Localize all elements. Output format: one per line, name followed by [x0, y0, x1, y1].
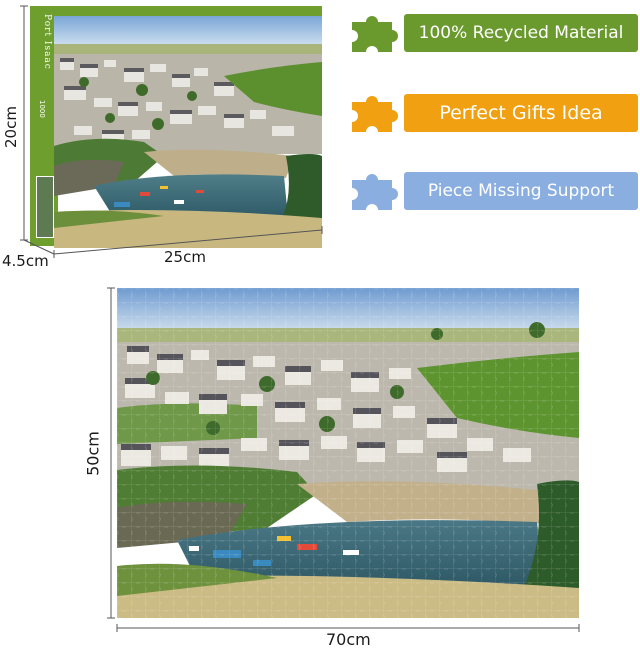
feature-badge-support: Piece Missing Support	[404, 172, 638, 210]
assembled-puzzle-image	[117, 288, 579, 618]
feature-label: 100% Recycled Material	[418, 23, 624, 43]
puzzle-width-label: 70cm	[326, 630, 371, 649]
feature-label: Perfect Gifts Idea	[439, 102, 603, 124]
box-width-label: 25cm	[164, 248, 206, 266]
feature-label: Piece Missing Support	[427, 181, 615, 201]
box-front-image	[54, 6, 322, 248]
puzzle-dimension-lines	[107, 287, 580, 632]
box-dimension-lines	[20, 5, 323, 258]
box-spine-thumbnail	[36, 176, 54, 238]
box-spine-count: 1000	[38, 100, 46, 118]
box-height-label: 20cm	[2, 106, 20, 148]
feature-badge-recycled: 100% Recycled Material	[404, 14, 638, 52]
box-depth-label: 4.5cm	[2, 252, 49, 270]
puzzle-piece-icon	[352, 174, 398, 210]
puzzle-piece-icon	[352, 16, 398, 52]
feature-badge-gifts: Perfect Gifts Idea	[404, 94, 638, 132]
box-spine-title: Port Isaac	[42, 14, 52, 70]
puzzle-piece-icon	[352, 96, 398, 132]
puzzle-height-label: 50cm	[83, 431, 103, 476]
puzzle-box: Port Isaac 1000	[0, 0, 330, 280]
